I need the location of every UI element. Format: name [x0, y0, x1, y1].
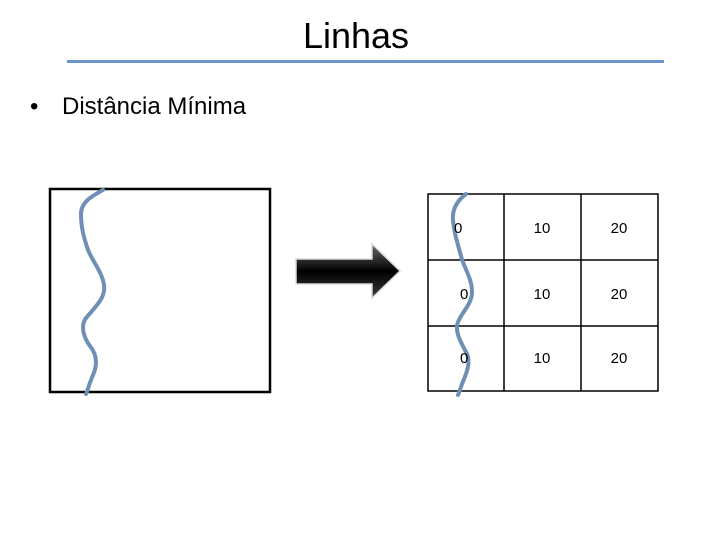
grid-cell: 20 — [610, 220, 628, 237]
right-arrow-icon — [295, 242, 402, 300]
grid-cell: 20 — [610, 286, 628, 303]
grid-line — [450, 192, 475, 397]
distance-grid — [427, 193, 659, 392]
bullet-item: • Distância Mínima — [30, 90, 246, 124]
grid-cell: 20 — [610, 350, 628, 367]
grid-cell: 10 — [533, 286, 551, 303]
grid-cell: 0 — [454, 220, 463, 237]
bullet-marker: • — [30, 93, 39, 120]
title-underline — [67, 60, 664, 63]
bullet-text: Distância Mínima — [62, 93, 247, 120]
slide-title: Linhas — [302, 15, 410, 56]
grid-cell: 10 — [533, 220, 551, 237]
source-line — [78, 188, 107, 396]
grid-cell: 10 — [533, 350, 551, 367]
grid-cell: 0 — [460, 350, 469, 367]
source-frame — [48, 187, 272, 394]
grid-cell: 0 — [460, 286, 469, 303]
